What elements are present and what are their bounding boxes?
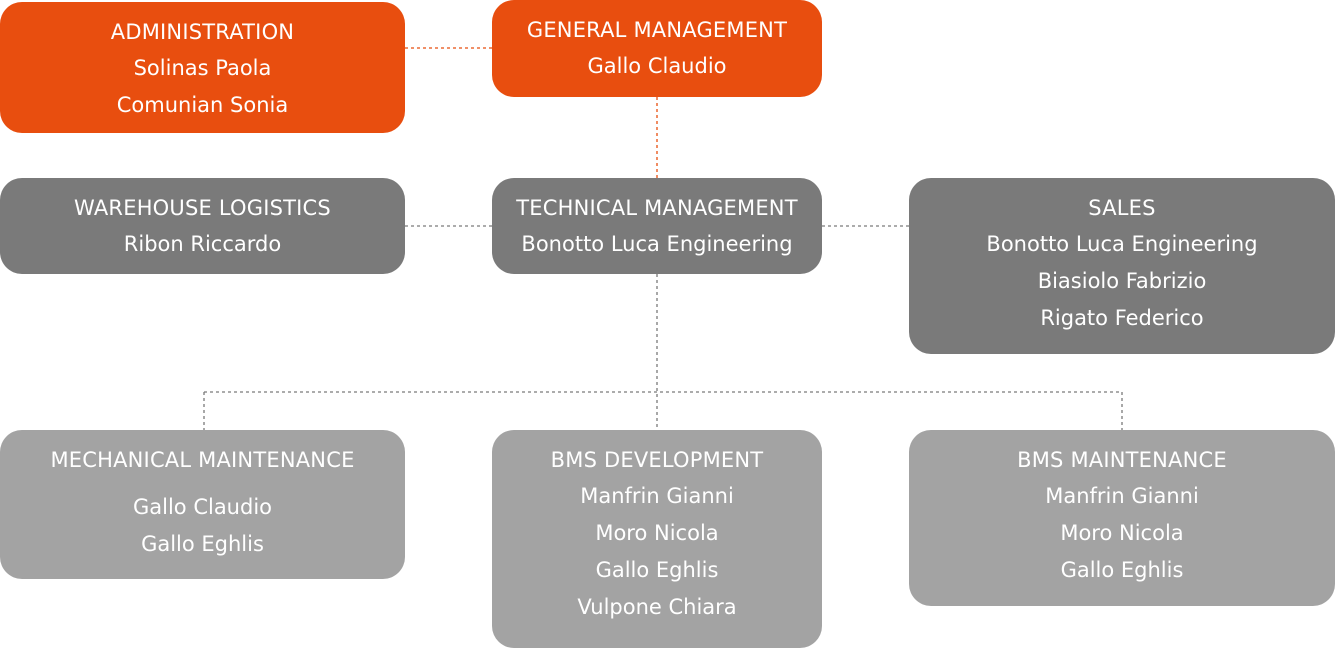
node-member: Comunian Sonia	[116, 93, 289, 117]
node-title: MECHANICAL MAINTENANCE	[50, 448, 355, 472]
node-member: Ribon Riccardo	[123, 232, 282, 256]
node-title: SALES	[1088, 196, 1156, 220]
node-member: Gallo Eghlis	[595, 558, 719, 582]
node-bms-development: BMS DEVELOPMENT Manfrin Gianni Moro Nico…	[492, 430, 822, 648]
node-member: Solinas Paola	[133, 56, 272, 80]
node-title: WAREHOUSE LOGISTICS	[74, 196, 331, 220]
node-warehouse-logistics: WAREHOUSE LOGISTICS Ribon Riccardo	[0, 178, 405, 274]
node-member: Gallo Claudio	[587, 54, 727, 78]
node-sales: SALES Bonotto Luca Engineering Biasiolo …	[909, 178, 1335, 354]
node-member: Manfrin Gianni	[1045, 484, 1199, 508]
node-member: Manfrin Gianni	[580, 484, 734, 508]
node-member: Biasiolo Fabrizio	[1037, 269, 1207, 293]
node-member: Gallo Eghlis	[141, 532, 264, 556]
node-member: Bonotto Luca Engineering	[521, 232, 793, 256]
node-title: TECHNICAL MANAGEMENT	[516, 196, 798, 220]
node-member: Moro Nicola	[595, 521, 719, 545]
node-administration: ADMINISTRATION Solinas Paola Comunian So…	[0, 2, 405, 133]
node-title: GENERAL MANAGEMENT	[526, 18, 788, 42]
node-bms-maintenance: BMS MAINTENANCE Manfrin Gianni Moro Nico…	[909, 430, 1335, 606]
node-title: BMS DEVELOPMENT	[550, 448, 764, 472]
node-general-management: GENERAL MANAGEMENT Gallo Claudio	[492, 0, 822, 97]
node-technical-management: TECHNICAL MANAGEMENT Bonotto Luca Engine…	[492, 178, 822, 274]
node-member: Rigato Federico	[1040, 306, 1204, 330]
node-member: Gallo Eghlis	[1060, 558, 1184, 582]
node-member: Bonotto Luca Engineering	[986, 232, 1258, 256]
node-member: Vulpone Chiara	[577, 595, 737, 619]
node-title: ADMINISTRATION	[110, 20, 295, 44]
node-member: Gallo Claudio	[132, 495, 273, 519]
node-member: Moro Nicola	[1060, 521, 1184, 545]
node-title: BMS MAINTENANCE	[1017, 448, 1227, 472]
node-mechanical-maintenance: MECHANICAL MAINTENANCE Gallo Claudio Gal…	[0, 430, 405, 579]
